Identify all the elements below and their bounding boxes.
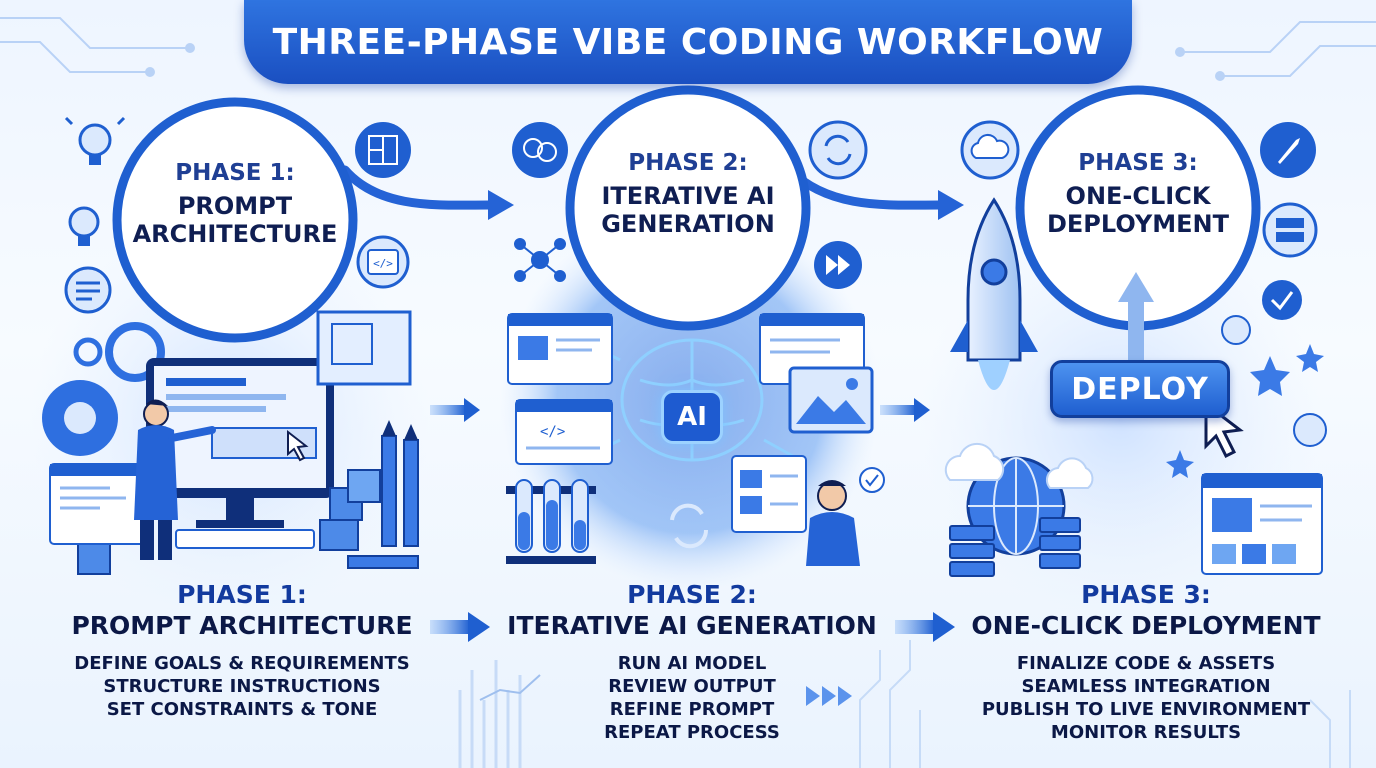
phase1-circle-name-line2: ARCHITECTURE	[132, 220, 338, 249]
fast-forward-icon-bottom	[806, 686, 852, 706]
phase1-summary: PHASE 1: PROMPT ARCHITECTURE DEFINE GOAL…	[32, 580, 452, 721]
blueprint-icon	[355, 122, 411, 178]
phase2-circle-name-line2: GENERATION	[601, 210, 775, 239]
server-icon	[1262, 202, 1318, 258]
phase3-circle-label: PHASE 3:	[1078, 150, 1198, 176]
phase3-step: MONITOR RESULTS	[1050, 722, 1242, 743]
lightbulb-icon	[64, 116, 126, 165]
arrow-mid-1	[430, 398, 480, 422]
phase1-circle	[112, 97, 358, 343]
phase1-circle-title: PHASE 1: PROMPT ARCHITECTURE	[110, 160, 360, 249]
svg-text:</>: </>	[373, 257, 393, 270]
phase3-name: ONE-CLICK DEPLOYMENT	[971, 611, 1321, 640]
phase1-steps: DEFINE GOALS & REQUIREMENTS STRUCTURE IN…	[32, 652, 452, 721]
phase2-name: ITERATIVE AI GENERATION	[507, 611, 877, 640]
lightbulb-icon-2	[68, 206, 100, 246]
person-icon	[134, 399, 216, 560]
up-arrows	[1118, 272, 1154, 360]
server-stacks	[949, 517, 1081, 577]
phase2-step: REFINE PROMPT	[609, 699, 775, 720]
blueprint-scroll	[316, 310, 412, 386]
phase3-circle-name-line2: DEPLOYMENT	[1046, 210, 1229, 239]
refresh-icon	[808, 120, 868, 180]
phase2-circle	[565, 85, 811, 331]
checkmark-icon	[1221, 280, 1327, 447]
arrow-phase2-to-phase3	[785, 165, 964, 220]
phase2-step: REVIEW OUTPUT	[608, 676, 776, 697]
phase3-label: PHASE 3:	[1081, 580, 1211, 609]
pencil-icon	[347, 420, 419, 569]
gallery-window	[731, 455, 807, 533]
fast-forward-icon	[814, 241, 862, 289]
phase2-label: PHASE 2:	[627, 580, 757, 609]
circuit-lines-bottom	[859, 640, 1351, 768]
monitor-icon	[146, 358, 334, 549]
phase3-circle-name-line1: ONE-CLICK	[1065, 181, 1211, 210]
code-window-icon: </>	[507, 313, 613, 465]
phase3-summary: PHASE 3: ONE-CLICK DEPLOYMENT FINALIZE C…	[936, 580, 1356, 744]
rocket-icon	[1260, 122, 1316, 178]
ai-chip-label: AI	[677, 402, 707, 432]
phase1-name: PROMPT ARCHITECTURE	[71, 611, 413, 640]
svg-text:</>: </>	[540, 424, 565, 440]
phase2-circle-title: PHASE 2: ITERATIVE AI GENERATION	[563, 150, 813, 239]
phase1-step: DEFINE GOALS & REQUIREMENTS	[74, 653, 410, 674]
person-icon-2	[806, 467, 885, 566]
network-icon	[514, 238, 566, 282]
phase2-steps: RUN AI MODEL REVIEW OUTPUT REFINE PROMPT…	[482, 652, 902, 744]
image-icon	[759, 313, 874, 434]
list-icon	[64, 266, 112, 314]
brain-icon	[512, 122, 568, 178]
phase2-circle-label: PHASE 2:	[628, 150, 748, 176]
phase3-step: SEAMLESS INTEGRATION	[1021, 676, 1271, 697]
arrow-phase1-to-phase2	[340, 165, 514, 220]
page-title: THREE-PHASE VIBE CODING WORKFLOW	[272, 21, 1104, 63]
gear-icon	[42, 322, 165, 456]
ai-chip-icon: AI	[661, 390, 723, 444]
phase2-summary: PHASE 2: ITERATIVE AI GENERATION RUN AI …	[482, 580, 902, 744]
chart-decoration	[458, 660, 541, 768]
phase2-circle-name-line1: ITERATIVE AI	[601, 181, 775, 210]
dashboard-window	[1201, 473, 1323, 575]
phase3-step: FINALIZE CODE & ASSETS	[1016, 653, 1276, 674]
clouds	[944, 442, 1094, 489]
arrow-bottom-2	[895, 612, 955, 642]
deploy-button-label: DEPLOY	[1071, 371, 1209, 407]
phase3-circle-title: PHASE 3: ONE-CLICK DEPLOYMENT	[1013, 150, 1263, 239]
refresh-icon-small	[670, 503, 709, 549]
circuit-lines-left	[0, 17, 195, 77]
phase1-circle-label: PHASE 1:	[175, 160, 295, 186]
arrow-bottom-1	[430, 612, 490, 642]
phase1-step: SET CONSTRAINTS & TONE	[106, 699, 378, 720]
code-window-left	[49, 463, 147, 545]
deploy-button[interactable]: DEPLOY	[1050, 360, 1230, 418]
phase1-label: PHASE 1:	[177, 580, 307, 609]
circuit-lines-right	[1175, 21, 1376, 81]
cloud-icon	[960, 120, 1020, 180]
phase3-steps: FINALIZE CODE & ASSETS SEAMLESS INTEGRAT…	[936, 652, 1356, 744]
phase3-step: PUBLISH TO LIVE ENVIRONMENT	[981, 699, 1311, 720]
arrow-mid-2	[880, 398, 930, 422]
phase2-step: REPEAT PROCESS	[604, 722, 780, 743]
phase2-step: RUN AI MODEL	[617, 653, 767, 674]
phase1-circle-name-line1: PROMPT	[177, 191, 293, 220]
test-tubes-icon	[506, 479, 596, 564]
code-icon: </>	[356, 235, 410, 289]
star-icon	[1166, 344, 1324, 478]
rocket-launch	[950, 197, 1038, 390]
phase1-step: STRUCTURE INSTRUCTIONS	[103, 676, 381, 697]
title-banner: THREE-PHASE VIBE CODING WORKFLOW	[244, 0, 1132, 84]
